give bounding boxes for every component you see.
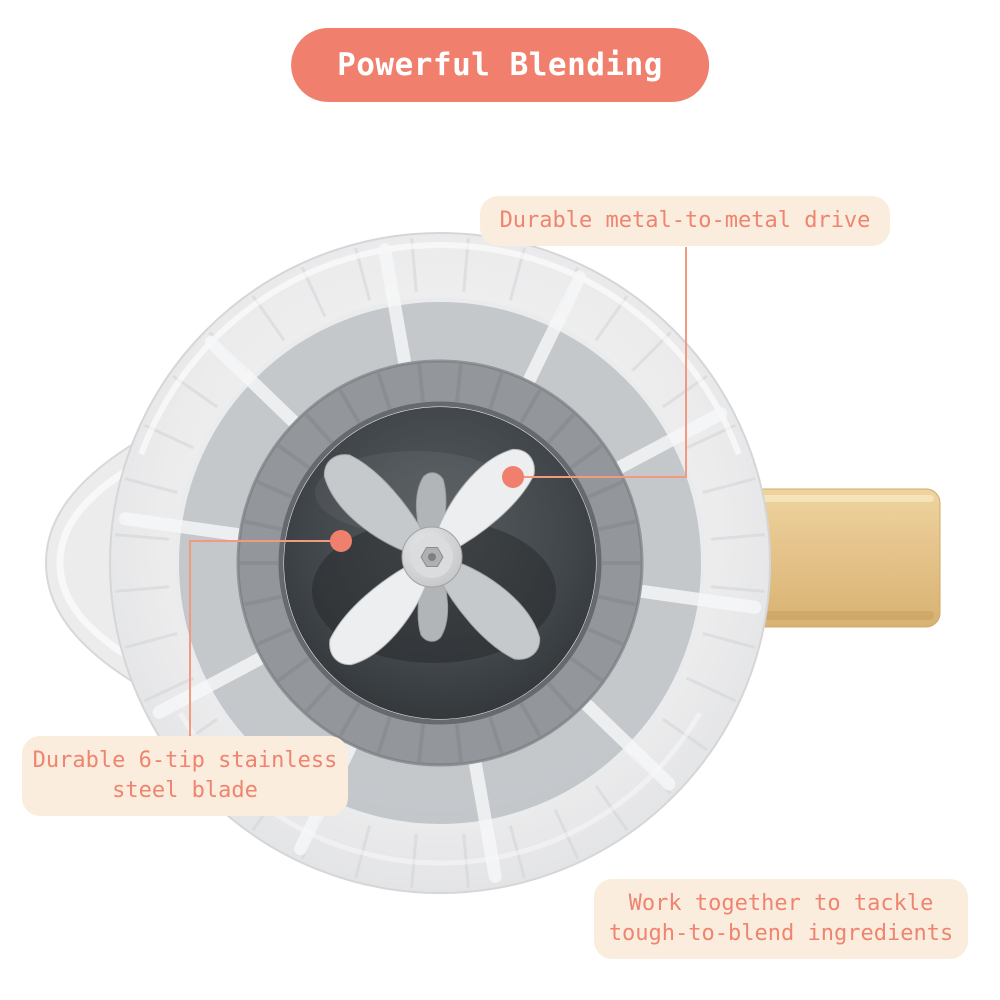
ridge-line <box>702 631 756 649</box>
ridge-line <box>256 627 293 647</box>
ridge-line <box>587 627 624 647</box>
ridge-line <box>710 585 765 593</box>
ridge-line <box>508 825 526 879</box>
leader-line-drive <box>520 247 687 478</box>
ridge-line <box>594 784 629 831</box>
gasket-ridges <box>240 363 640 763</box>
ridge-line <box>546 682 576 713</box>
ridge-line <box>243 519 282 532</box>
ridge-line <box>277 656 311 683</box>
callout-drive: Durable metal-to-metal drive <box>480 196 890 246</box>
ridge-line <box>569 656 603 683</box>
ridge-line <box>488 372 504 410</box>
ridge-line <box>702 477 756 495</box>
ridge-line <box>376 716 392 754</box>
ridge-line <box>204 335 303 431</box>
ridge-line <box>115 585 170 593</box>
ridge-line <box>577 695 676 791</box>
callout-dot-blade <box>330 530 352 552</box>
ridge-line <box>661 717 708 752</box>
ridge-line <box>354 825 372 879</box>
ridge-line <box>598 594 637 607</box>
callout-together-line1: Work together to tackle <box>628 891 934 916</box>
callout-drive-line1: Durable metal-to-metal drive <box>499 208 871 233</box>
callout-blade-line2: steel blade <box>112 777 258 803</box>
ridge-line <box>124 631 178 649</box>
ridge-line <box>152 650 270 719</box>
headline-text: Powerful Blending <box>337 47 663 83</box>
ridge-line <box>243 594 282 607</box>
ridge-line <box>610 407 728 476</box>
ridge-line <box>553 808 580 860</box>
ridge-line <box>115 533 170 541</box>
ridge-line <box>143 676 195 703</box>
callout-dot-drive <box>502 466 524 488</box>
ridge-line <box>338 388 361 424</box>
ridge-line <box>304 413 334 444</box>
ridge-line <box>519 702 542 738</box>
ridge-line <box>304 682 334 713</box>
ridge-line <box>519 388 542 424</box>
ridge-line <box>338 702 361 738</box>
ridge-line <box>118 512 249 542</box>
hub-nut-center <box>428 553 436 561</box>
ridge-line <box>569 443 603 470</box>
ridge-line <box>598 519 637 532</box>
gasket-ring <box>236 359 644 767</box>
ridge-line <box>454 363 463 403</box>
ridge-line <box>631 584 762 614</box>
ridge-line <box>417 723 426 763</box>
ridge-line <box>546 413 576 444</box>
ridge-line <box>587 479 624 499</box>
ridge-line <box>277 443 311 470</box>
ridge-line <box>521 270 586 390</box>
blade-assembly <box>312 437 552 677</box>
leader-line-blade <box>189 540 336 736</box>
headline-badge: Powerful Blending <box>291 28 709 102</box>
ridge-line <box>685 676 737 703</box>
callout-blade: Durable 6-tip stainless steel blade <box>22 736 348 816</box>
callout-together-line2: tough-to-blend ingredients <box>608 920 954 946</box>
ridge-line <box>256 479 293 499</box>
ridge-line <box>378 243 412 373</box>
ridge-line <box>710 533 765 541</box>
leader-lines <box>189 247 687 736</box>
ridge-line <box>462 833 470 888</box>
callout-blade-line1: Durable 6-tip stainless <box>32 748 338 773</box>
ridge-line <box>468 753 502 883</box>
rim-highlight-top <box>138 242 742 456</box>
ridge-line <box>410 833 418 888</box>
funnel-edge <box>174 297 706 829</box>
ridge-line <box>454 723 463 763</box>
ridge-line <box>417 363 426 403</box>
ridge-line <box>488 716 504 754</box>
ridge-line <box>124 477 178 495</box>
callout-together: Work together to tackle tough-to-blend i… <box>594 879 968 959</box>
ridge-line <box>376 372 392 410</box>
funnel-shading <box>179 302 701 824</box>
